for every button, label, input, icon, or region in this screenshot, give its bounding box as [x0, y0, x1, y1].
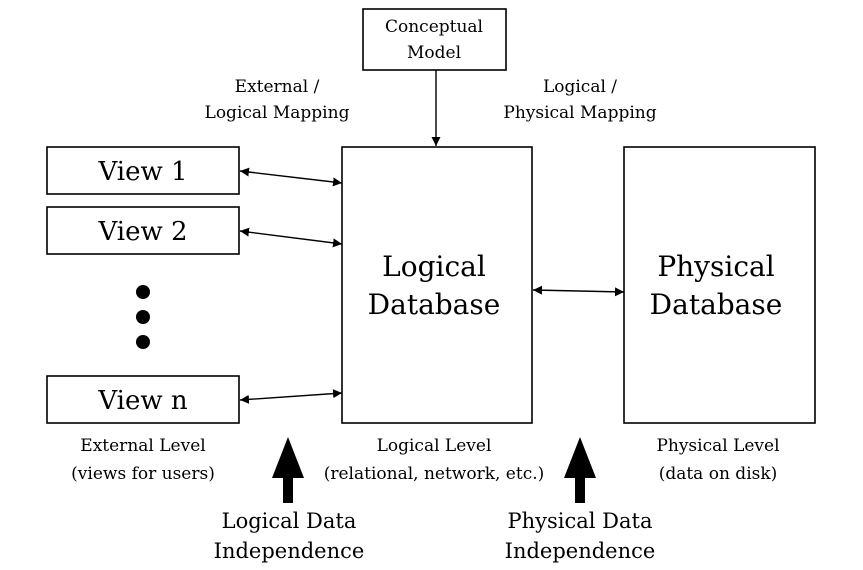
view-2-label: View 2: [97, 217, 187, 247]
physical-level-line2: (data on disk): [659, 464, 778, 484]
physical-database-line2: Database: [650, 288, 783, 321]
logical-database-line1: Logical: [382, 250, 486, 283]
external-mapping-line2: Logical Mapping: [205, 103, 350, 123]
view-n-label: View n: [97, 386, 188, 416]
ellipsis-dot: [136, 310, 150, 324]
view-1-mapping-arrow: [239, 167, 343, 187]
physical-database-box: Physical Database: [623, 146, 816, 424]
logical-independence-line2: Independence: [214, 539, 365, 563]
ellipsis-dot: [136, 335, 150, 349]
physical-mapping-line1: Logical /: [543, 77, 617, 97]
physical-independence-arrow: [564, 437, 596, 503]
physical-independence-line1: Physical Data: [507, 509, 652, 533]
logical-database-box: Logical Database: [341, 146, 533, 424]
view-n-mapping-arrow: [239, 389, 343, 404]
logical-level-line1: Logical Level: [377, 436, 492, 456]
external-level-line2: (views for users): [71, 464, 215, 484]
logical-level-line2: (relational, network, etc.): [324, 464, 545, 484]
view-2-mapping-arrow: [239, 227, 343, 248]
view-2-box: View 2: [46, 206, 240, 255]
conceptual-model-line1: Conceptual: [385, 17, 483, 37]
logical-independence-arrow: [272, 437, 304, 503]
physical-database-line1: Physical: [657, 250, 774, 283]
external-level-line1: External Level: [80, 436, 205, 456]
conceptual-model-line2: Model: [407, 43, 461, 63]
logical-database-line2: Database: [368, 288, 501, 321]
physical-level-line1: Physical Level: [656, 436, 779, 456]
physical-independence-line2: Independence: [505, 539, 656, 563]
external-mapping-line1: External /: [235, 77, 320, 97]
view-1-label: View 1: [97, 157, 187, 187]
ellipsis-dot: [136, 285, 150, 299]
logical-physical-mapping-arrow: [532, 285, 625, 297]
view-n-box: View n: [46, 375, 240, 424]
logical-independence-line1: Logical Data: [222, 509, 357, 533]
physical-mapping-line2: Physical Mapping: [503, 103, 656, 123]
conceptual-model-box: Conceptual Model: [362, 8, 507, 71]
view-1-box: View 1: [46, 146, 240, 195]
